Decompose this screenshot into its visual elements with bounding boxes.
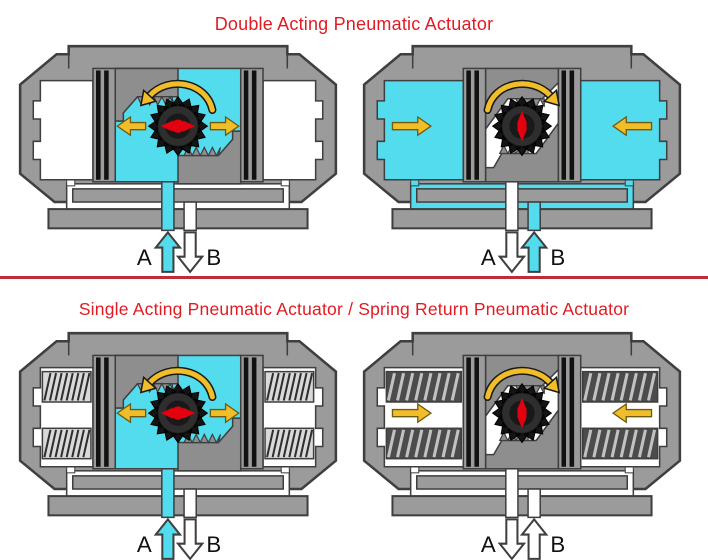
pinion-position-indicator — [517, 110, 527, 142]
piston-right — [239, 354, 264, 470]
port-b-arrow — [175, 231, 205, 274]
mounting-bar — [391, 495, 653, 517]
piston-right — [239, 67, 264, 183]
pinion-position-indicator — [160, 119, 196, 133]
port-a-channel — [505, 181, 519, 232]
port-b-label: B — [206, 532, 221, 557]
port-a-arrow — [497, 231, 527, 274]
coil-spring — [41, 427, 92, 460]
end-cap-seam — [67, 54, 289, 69]
coil-spring — [41, 370, 92, 403]
coil-spring — [581, 427, 659, 460]
end-cap-seam — [411, 54, 633, 69]
rack-teeth-lower — [183, 146, 222, 157]
section-title-single-acting: Single Acting Pneumatic Actuator / Sprin… — [78, 299, 630, 319]
piston-left — [92, 354, 117, 470]
port-a-label: A — [481, 532, 496, 557]
coil-spring — [385, 370, 463, 403]
port-b-arrow — [519, 517, 549, 560]
bottom-plate — [71, 188, 285, 203]
piston-arrow-right — [611, 402, 653, 424]
coil-spring — [264, 370, 315, 403]
end-cap-seam — [411, 341, 633, 356]
mounting-bar — [47, 208, 309, 230]
port-a-label: A — [481, 245, 496, 270]
piston-left — [462, 67, 487, 183]
pinion-position-indicator — [517, 397, 527, 429]
piston-left — [462, 354, 487, 470]
port-a-channel — [505, 468, 519, 519]
port-b-channel — [527, 488, 541, 519]
bottom-plate — [415, 475, 629, 490]
bottom-plate — [71, 475, 285, 490]
rotation-arrow — [139, 366, 217, 401]
coil-spring — [264, 427, 315, 460]
piston-arrow-right — [209, 402, 240, 424]
port-b-label: B — [550, 532, 565, 557]
piston-arrow-left — [116, 402, 147, 424]
port-a-arrow — [497, 518, 527, 560]
port-b-arrow — [175, 518, 205, 560]
coil-spring — [385, 427, 463, 460]
section-title-double-acting: Double Acting Pneumatic Actuator — [214, 14, 494, 34]
port-a-arrow — [153, 230, 183, 273]
pinion-position-indicator — [160, 406, 196, 420]
piston-right — [557, 354, 582, 470]
piston-arrow-right — [209, 115, 240, 137]
end-cap-seam — [67, 341, 289, 356]
end-cavity-right — [262, 79, 324, 181]
port-b-channel — [527, 201, 541, 232]
rotation-arrow — [483, 366, 561, 401]
coil-spring — [581, 370, 659, 403]
section-divider — [0, 276, 708, 279]
port-b-label: B — [206, 245, 221, 270]
port-a-label: A — [137, 532, 152, 557]
port-b-arrow — [519, 230, 549, 273]
mounting-bar — [391, 208, 653, 230]
mounting-bar — [47, 495, 309, 517]
port-a-label: A — [137, 245, 152, 270]
rack-lower — [177, 130, 242, 185]
port-b-label: B — [550, 245, 565, 270]
piston-arrow-left — [116, 115, 147, 137]
port-a-channel — [161, 468, 175, 519]
rack-teeth-lower — [183, 433, 222, 444]
rack-lower — [177, 417, 242, 472]
piston-left — [92, 67, 117, 183]
port-a-arrow — [153, 517, 183, 560]
port-b-channel — [183, 201, 197, 232]
port-b-channel — [183, 488, 197, 519]
rotation-arrow — [483, 79, 561, 114]
piston-arrow-left — [391, 402, 433, 424]
piston-right — [557, 67, 582, 183]
piston-arrow-right — [611, 115, 653, 137]
end-cavity-left — [32, 79, 94, 181]
bottom-plate — [415, 188, 629, 203]
piston-arrow-left — [391, 115, 433, 137]
port-a-channel — [161, 181, 175, 232]
rotation-arrow — [139, 79, 217, 114]
